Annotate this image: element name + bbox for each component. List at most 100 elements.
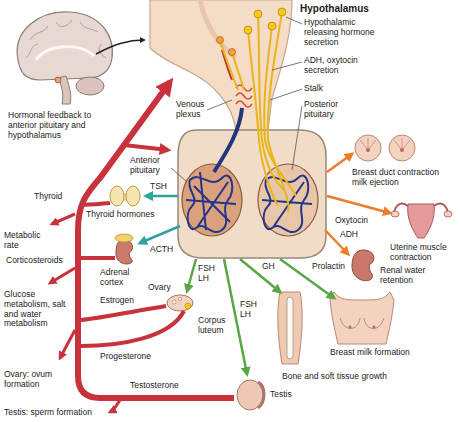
kidney-illustration [352,250,374,281]
testis-illustration [237,380,263,410]
neurosecretory-neurons [244,26,252,34]
hypothalamus-tissue [150,0,292,130]
portal-vessels [214,108,242,172]
ovary-illustration [185,303,191,309]
hormone-label: Corticosteroids [6,256,63,266]
effect-label: Testis: sperm formation [4,408,92,418]
brain-illustration [55,77,61,83]
pituitary-gland [182,164,242,236]
uterus-illustration [408,204,435,238]
arm-illustration [278,292,302,364]
part-label: Venous plexus [176,100,216,120]
torso-illustration [330,292,394,344]
uterus-illustration [391,204,452,238]
effect-label: Glucose metabolism, salt and water metab… [4,290,70,329]
hormone-label: Thyroid hormones [86,210,155,220]
part-label: Stalk [304,84,323,94]
organ-label: Ovary [148,283,171,293]
effect-label: Breast duct contraction milk ejection [352,168,452,188]
leader-line [286,17,302,24]
effect-label: Renal water retention [380,266,436,286]
effect-label: Bone and soft tissue growth [282,372,387,382]
brain-illustration [76,77,104,95]
neurosecretory-neurons [220,12,296,212]
leader-line [207,100,232,110]
hormone-label: Testosterone [130,381,179,391]
adrenal-illustration [115,234,133,242]
hormone-arrow [140,154,390,374]
ovary-illustration [172,300,176,304]
neurosecretory-neurons [278,8,286,16]
hypothalamus-tissue [150,0,292,130]
region-label: Hypothalamus [300,3,369,15]
ovary-illustration [178,297,181,300]
part-label: Posterior pituitary [304,100,350,120]
neurosecretory-neurons [217,37,224,44]
effect-label: Breast milk formation [330,348,410,358]
effect-label: Metabolic rate [4,231,44,251]
feedback-arrow [81,256,115,260]
brain-illustration [17,12,112,104]
ovary-illustration [167,295,193,311]
brain-illustration [17,12,112,80]
adrenal-illustration [115,234,133,264]
feedback-arrow [81,306,166,320]
adrenal-illustration [116,240,132,264]
hormone-label: Oxytocin [335,216,368,226]
feedback-arrow [60,330,75,358]
organ-label: Adrenal cortex [100,268,136,288]
breast-illustration [366,148,370,152]
part-label: Anterior pituitary [130,156,174,176]
hormone-label: Estrogen [100,296,134,306]
leader-line [270,89,302,100]
leader-line [171,17,302,181]
brain-illustration [26,20,106,58]
hormone-arrow [327,196,390,213]
thyroid-illustration [110,186,140,206]
uterus-illustration [444,211,452,217]
portal-vessels [214,50,252,172]
hormone-label: GH [262,262,275,272]
neurosecretory-neurons [229,49,236,56]
leader-line [171,168,186,181]
feedback-arrow [110,400,120,412]
arm-illustration [287,297,293,359]
testis-illustration [258,382,264,408]
hormone-label: Progesterone [100,352,151,362]
hormone-label: ACTH [150,245,173,255]
hormone-arrow [140,226,180,243]
leader-line [292,106,302,170]
hormone-arrow [187,259,196,291]
organ-label: Corpus luteum [198,316,232,336]
hormone-label: Prolactin [312,262,345,272]
thyroid-illustration [126,186,140,206]
pituitary-gland [178,130,326,258]
neurosecretory-neurons [254,10,262,18]
brain-illustration [36,47,94,60]
note-label: Hormonal feedback to anterior pituitary … [6,110,104,141]
pituitary-gland [178,130,326,258]
hormone-label: FSH LH [198,264,218,284]
kidney-illustration [352,250,374,281]
ovary-illustration [167,295,193,311]
neurosecretory-neurons [268,22,276,30]
torso-illustration [373,326,376,329]
neurosecretory-neurons [217,8,297,212]
testis-illustration [237,380,264,410]
hormone-label: ADH [340,230,358,240]
capillary-network [186,172,312,232]
organ-label: Thyroid [34,192,62,202]
pointer-arrow [96,40,144,54]
part-label: Hypothalamic releasing hormone secretion [304,18,388,47]
torso-illustration [340,318,384,329]
part-label: ADH, oxytocin secretion [304,56,364,76]
feedback-arrow [124,145,168,150]
organ-label: Testis [270,390,292,400]
hormone-arrow [146,195,178,198]
feedback-arrow [81,311,184,346]
hormone-label: FSH LH [240,300,260,320]
feedback-arrow [81,203,110,205]
effect-label: Uterine muscle contraction [390,243,452,263]
